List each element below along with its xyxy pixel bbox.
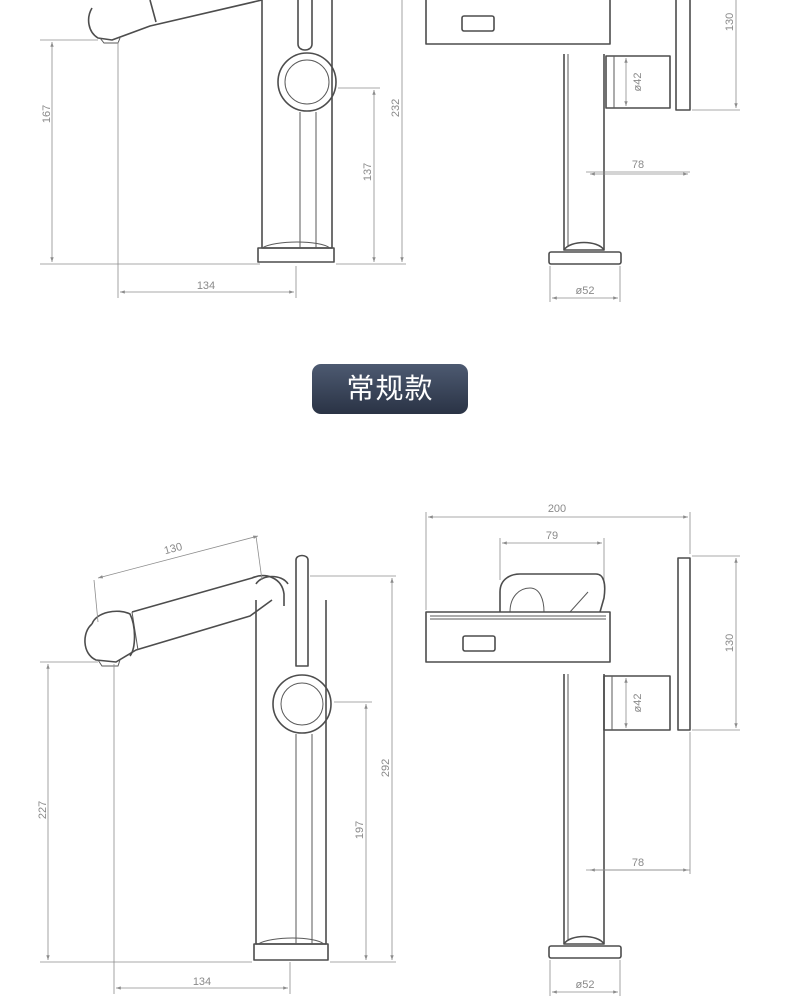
- dim-spout-height: 227: [37, 801, 49, 819]
- dim-offset: 78: [632, 857, 644, 869]
- dim-reach: 134: [197, 280, 215, 292]
- dim-spout-length: 130: [163, 541, 184, 557]
- dim-handle-dia: ø42: [632, 73, 644, 92]
- bottom-front-view: 200 79 130 ø42 78: [425, 503, 740, 996]
- top-side-view: 167 137 232 134: [40, 0, 406, 298]
- dim-hood-width: 79: [546, 530, 558, 542]
- dim-base-dia: ø52: [576, 979, 595, 991]
- dim-base-dia: ø52: [576, 285, 595, 297]
- dim-reach: 134: [193, 976, 211, 988]
- dim-total-height: 232: [390, 99, 402, 117]
- dim-offset: 78: [632, 159, 644, 171]
- top-front-view: 130 ø42 78 ø52: [425, 0, 740, 302]
- section-label-badge: 常规款: [312, 364, 468, 414]
- dim-total-height: 292: [380, 759, 392, 777]
- bottom-side-view: 130 227 292 197 134: [37, 535, 396, 994]
- dim-handle-height: 197: [354, 821, 366, 839]
- dim-panel-height: 130: [724, 634, 736, 652]
- dim-panel-height: 130: [724, 13, 736, 31]
- dim-handle-height: 137: [362, 163, 374, 181]
- dim-width: 200: [548, 503, 566, 515]
- dim-handle-dia: ø42: [632, 694, 644, 713]
- dim-spout-height: 167: [41, 105, 53, 123]
